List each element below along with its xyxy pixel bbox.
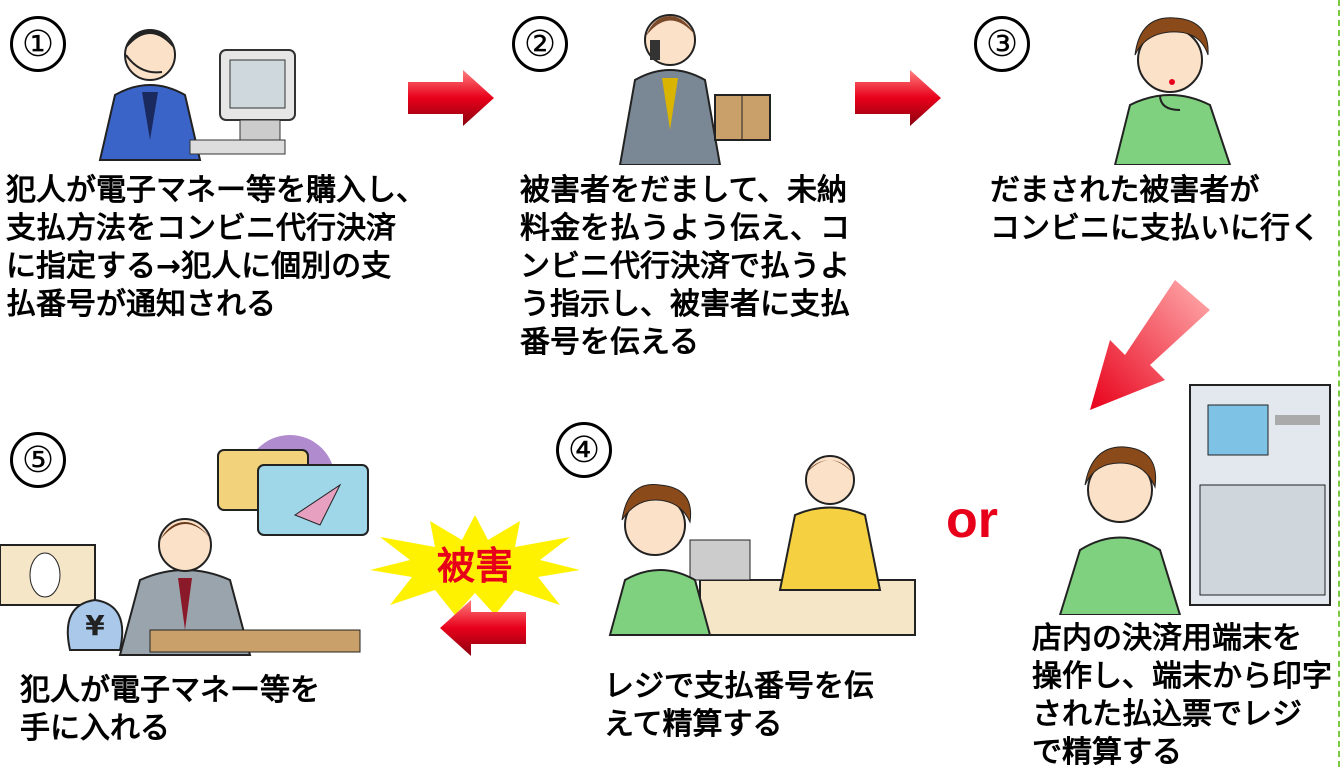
operator-illustration [98, 29, 296, 161]
step-3-number: ③ [974, 16, 1030, 72]
caller-illustration [618, 14, 771, 165]
step-4-text: レジで支払番号を伝 えて精算する [604, 669, 874, 742]
worried-victim-illustration [1113, 17, 1232, 165]
register-illustration [608, 455, 916, 636]
damage-burst-icon [370, 515, 580, 615]
terminal-illustration [1058, 384, 1331, 615]
arrow-right-icon [855, 70, 941, 126]
terminal-text: 店内の決済用端末を 操作し、端末から印字 された払込票でレジ で精算する [1032, 621, 1332, 770]
page-edge-line [1336, 0, 1340, 767]
arrow-right-icon [408, 70, 494, 126]
damage-label: 被害 [436, 544, 513, 588]
step-2-number: ② [512, 16, 568, 72]
step-4-number: ④ [556, 422, 612, 478]
step-5-number: ⑤ [10, 432, 66, 488]
step-5-text: 犯人が電子マネー等を 手に入れる [20, 673, 320, 746]
step-3-text: だまされた被害者が コンビニに支払いに行く [990, 173, 1320, 246]
arrow-down-left-icon [1090, 280, 1210, 410]
svg-text:¥: ¥ [85, 609, 105, 642]
arrow-left-icon [440, 600, 526, 656]
or-label: or [946, 491, 998, 549]
step-1-number: ① [10, 16, 66, 72]
step-1-text: 犯人が電子マネー等を購入し、 支払方法をコンビニ代行決済 に指定する→犯人に個別… [6, 173, 426, 322]
criminal-illustration: ¥ [0, 435, 369, 656]
step-2-text: 被害者をだまして、未納 料金を払うよう伝え、コ ンビニ代行決済で払うよ う指示し… [520, 173, 850, 360]
